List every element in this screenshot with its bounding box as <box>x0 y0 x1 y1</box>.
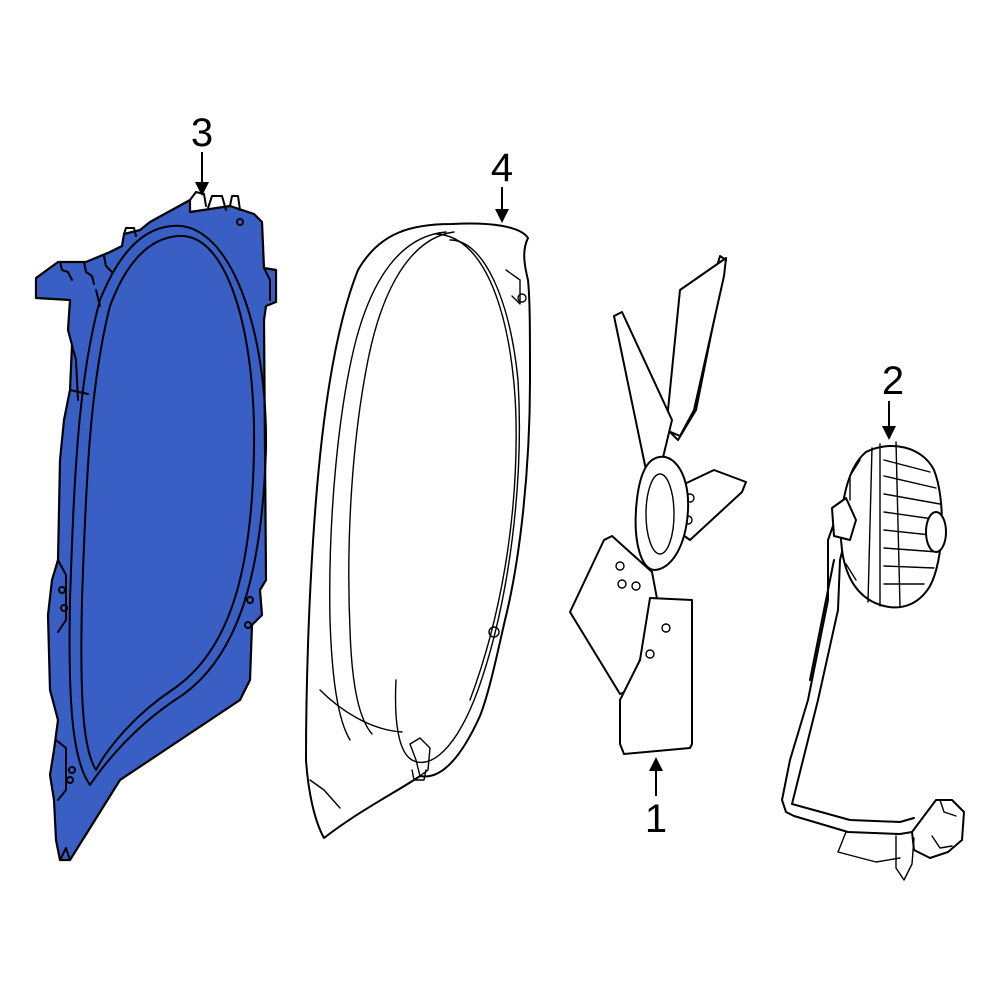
callout-1: 1 <box>645 797 667 841</box>
clutch-wire-harness <box>781 505 913 835</box>
fan-blade-upper-left[interactable] <box>613 311 673 471</box>
callout-2: 2 <box>882 359 904 403</box>
shroud-ring-part[interactable] <box>305 222 531 839</box>
fan-clutch-part[interactable] <box>781 441 965 881</box>
callout-3: 3 <box>191 111 213 155</box>
fan-blade-bottom[interactable] <box>619 597 693 755</box>
clutch-boss <box>925 511 947 553</box>
fan-shroud-part[interactable] <box>34 191 278 862</box>
fan-hub <box>634 455 690 571</box>
shroud-ring-outer[interactable] <box>305 222 531 839</box>
clutch-connector <box>911 799 965 859</box>
fan-blade-part[interactable] <box>569 255 747 755</box>
fan-shroud-body[interactable] <box>34 198 278 862</box>
callout-4: 4 <box>491 146 513 190</box>
callout-arrows <box>195 152 896 796</box>
